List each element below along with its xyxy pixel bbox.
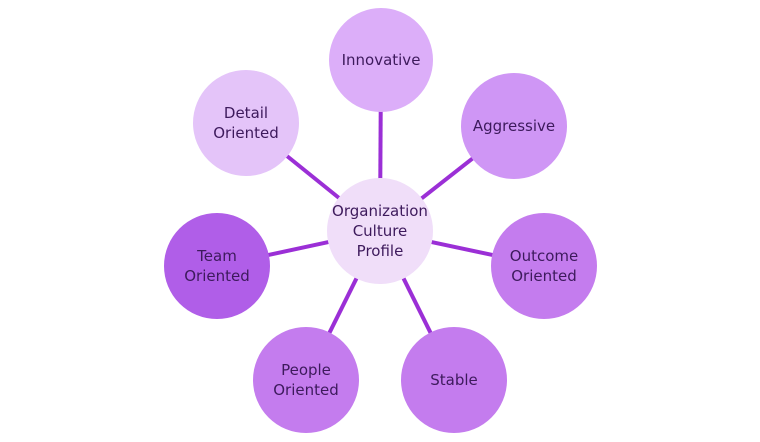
node-people-oriented-circle: [253, 327, 359, 433]
node-people-oriented-label-line: Oriented: [273, 381, 339, 399]
node-outcome-oriented-label-line: Oriented: [511, 267, 577, 285]
connector-people-oriented: [326, 275, 360, 336]
outer-nodes: InnovativeAggressiveOutcomeOrientedStabl…: [164, 8, 597, 433]
node-aggressive: Aggressive: [461, 73, 567, 179]
connector-outcome-oriented: [429, 239, 495, 258]
node-outcome-oriented-label-line: Outcome: [510, 247, 578, 265]
connector-stable: [400, 275, 434, 336]
node-team-oriented-label-line: Team: [196, 247, 237, 265]
connector-aggressive: [418, 155, 476, 202]
node-detail-oriented-label-line: Detail: [224, 104, 268, 122]
node-innovative-circle: [329, 8, 433, 112]
center-node-label-line: Organization: [332, 202, 428, 220]
center-node-label-line: Profile: [357, 242, 404, 260]
node-detail-oriented-circle: [193, 70, 299, 176]
node-stable: Stable: [401, 327, 507, 433]
center-node-circle: [327, 178, 433, 284]
node-team-oriented-label-line: Oriented: [184, 267, 250, 285]
node-stable-circle: [401, 327, 507, 433]
node-outcome-oriented-circle: [491, 213, 597, 319]
connector-detail-oriented: [284, 153, 342, 201]
connector-lines: [266, 109, 495, 336]
node-aggressive-circle: [461, 73, 567, 179]
node-aggressive-label-line: Aggressive: [473, 117, 555, 135]
node-people-oriented-label-line: People: [281, 361, 331, 379]
center-node-label-line: Culture: [353, 222, 408, 240]
connector-team-oriented: [266, 239, 331, 258]
node-detail-oriented-label-line: Oriented: [213, 124, 279, 142]
node-innovative: Innovative: [329, 8, 433, 112]
node-innovative-label-line: Innovative: [342, 51, 421, 69]
node-stable-label-line: Stable: [430, 371, 478, 389]
node-team-oriented-circle: [164, 213, 270, 319]
